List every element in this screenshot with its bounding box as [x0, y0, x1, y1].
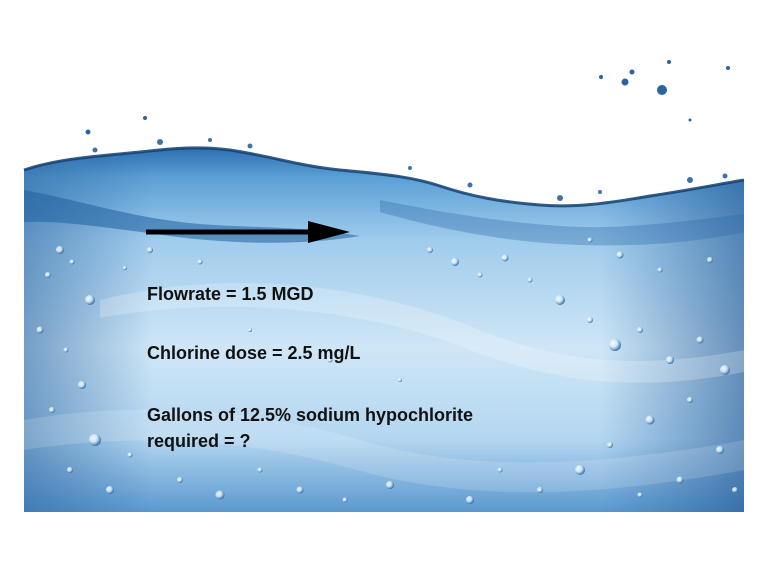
- water-droplets: [85, 60, 730, 135]
- chlorine-dose-text: Chlorine dose = 2.5 mg/L: [147, 343, 361, 363]
- arrow-right-icon: [146, 221, 350, 243]
- water-body: [23, 138, 745, 513]
- question-text: Gallons of 12.5% sodium hypochlorite req…: [147, 402, 473, 454]
- flowrate-text: Flowrate = 1.5 MGD: [147, 284, 314, 304]
- question-line-1: Gallons of 12.5% sodium hypochlorite: [147, 405, 474, 425]
- question-line-2: required = ?: [147, 431, 251, 451]
